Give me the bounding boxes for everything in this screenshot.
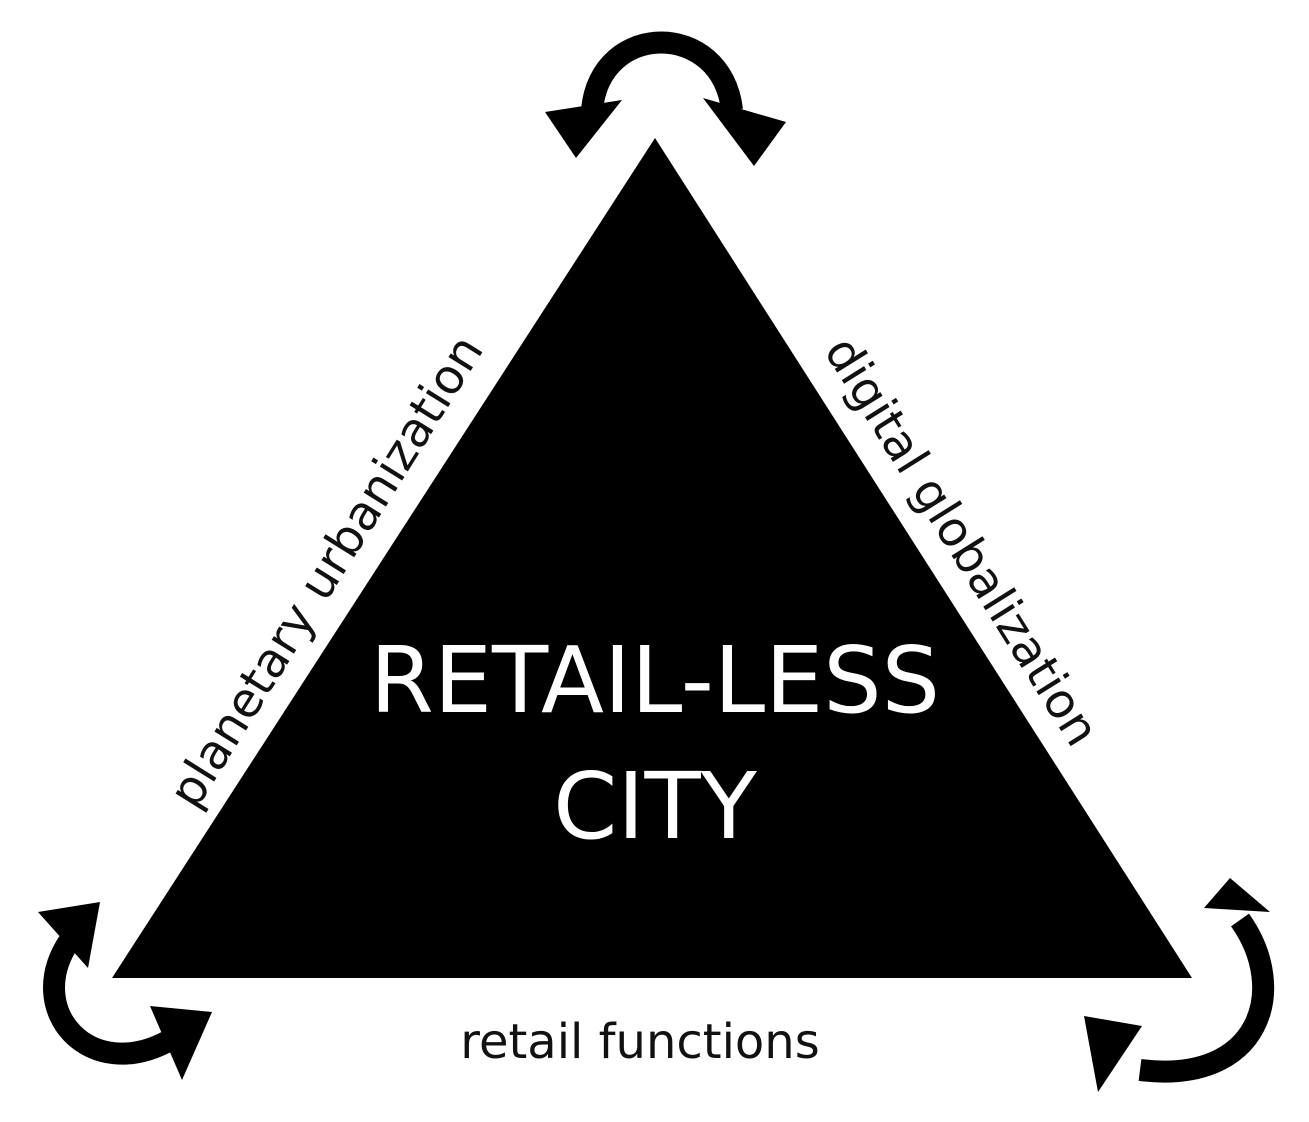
center-label-line1: RETAIL-LESS <box>370 627 940 734</box>
central-triangle <box>112 138 1192 978</box>
bottom-left-cycle-arrow-icon <box>38 902 212 1080</box>
bottom-side-label: retail functions <box>460 1014 819 1070</box>
center-label-line2: CITY <box>553 753 758 860</box>
bottom-right-cycle-arrow-icon <box>1084 878 1274 1092</box>
top-cycle-arrow-icon <box>545 31 786 166</box>
